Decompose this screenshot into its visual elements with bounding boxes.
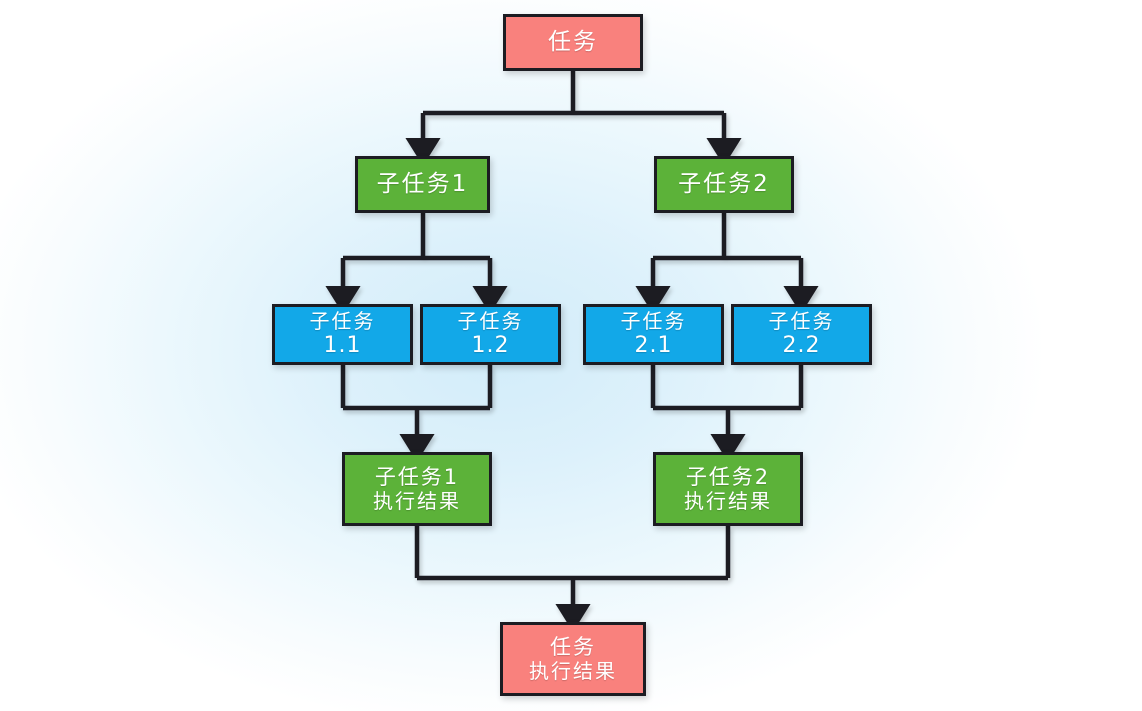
node-result-2-label-line2: 执行结果 xyxy=(684,488,772,513)
node-result-final-label-line2: 执行结果 xyxy=(529,658,617,683)
node-subtask-1-2-label-line1: 子任务 xyxy=(457,308,524,333)
edge-root-fork xyxy=(405,71,742,166)
node-root[interactable]: 任务 xyxy=(503,14,643,71)
edge-subtask2-fork xyxy=(635,213,819,314)
node-subtask-1-2[interactable]: 子任务 1.2 xyxy=(420,304,561,365)
node-subtask-2-2-label-line1: 子任务 xyxy=(768,308,835,333)
node-result-1-label-line1: 子任务1 xyxy=(374,464,460,489)
node-result-final-label-line1: 任务 xyxy=(550,634,596,659)
node-subtask-1[interactable]: 子任务1 xyxy=(355,156,490,213)
node-result-final[interactable]: 任务 执行结果 xyxy=(500,622,646,696)
node-subtask-2-1-label-line1: 子任务 xyxy=(620,308,687,333)
edge-subtask2-join xyxy=(650,365,804,462)
node-result-1[interactable]: 子任务1 执行结果 xyxy=(342,452,492,526)
edge-final-join xyxy=(414,526,731,632)
node-subtask-2-2[interactable]: 子任务 2.2 xyxy=(731,304,872,365)
node-subtask-1-1-label-line1: 子任务 xyxy=(309,308,376,333)
node-subtask-2[interactable]: 子任务2 xyxy=(654,156,794,213)
node-result-2-label-line1: 子任务2 xyxy=(685,464,771,489)
node-subtask-2-1-label-line2: 2.1 xyxy=(634,333,673,359)
node-subtask-1-1-label-line2: 1.1 xyxy=(323,333,362,359)
node-subtask-2-1[interactable]: 子任务 2.1 xyxy=(583,304,724,365)
node-subtask-1-label-line1: 子任务1 xyxy=(376,170,469,197)
node-result-2[interactable]: 子任务2 执行结果 xyxy=(653,452,803,526)
node-root-label-line1: 任务 xyxy=(548,28,598,55)
node-result-1-label-line2: 执行结果 xyxy=(373,488,461,513)
node-subtask-1-1[interactable]: 子任务 1.1 xyxy=(272,304,413,365)
edge-subtask1-fork xyxy=(325,213,508,314)
node-subtask-1-2-label-line2: 1.2 xyxy=(471,333,510,359)
edge-subtask1-join xyxy=(340,365,493,462)
node-subtask-2-2-label-line2: 2.2 xyxy=(782,333,821,359)
node-subtask-2-label-line1: 子任务2 xyxy=(678,170,770,197)
